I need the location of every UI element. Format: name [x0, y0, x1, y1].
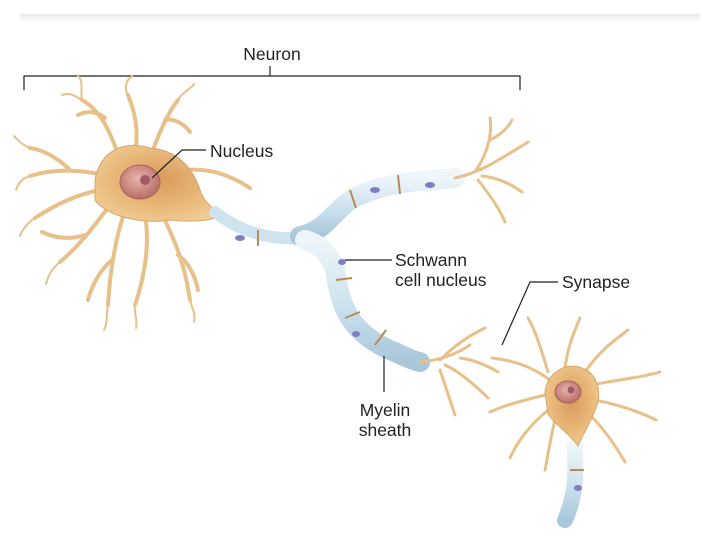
- schwann-label-line2: cell nucleus: [395, 270, 487, 290]
- schwann-cell-nuclei: [235, 182, 582, 491]
- right-neuron-dendrites: [488, 316, 662, 472]
- leader-lines: [151, 149, 558, 392]
- left-nucleus: [119, 164, 161, 200]
- myelin-node-marks: [257, 174, 584, 471]
- myelin-label-line1: Myelin: [359, 400, 411, 420]
- right-nucleolus: [567, 386, 575, 394]
- left-neuron-dendrite-tips: [13, 75, 196, 331]
- synapse-label: Synapse: [562, 272, 631, 292]
- myelin-label-line2: sheath: [358, 420, 412, 440]
- slide-top-shadow: [20, 14, 700, 22]
- nucleus-label: Nucleus: [210, 141, 274, 161]
- neuron-bracket: [23, 66, 521, 90]
- schwann-cell-nucleus-label: Schwann cell nucleus: [395, 250, 486, 290]
- upper-axon-terminals: [453, 116, 530, 224]
- axon-myelin-sheath: [209, 168, 584, 528]
- left-nucleolus: [140, 175, 150, 185]
- right-nucleus: [554, 380, 582, 404]
- nucleus-leader: [151, 149, 206, 179]
- synapse-leader: [501, 281, 558, 346]
- lower-axon-terminals: [418, 326, 500, 417]
- myelin-sheath-label: Myelin sheath: [350, 400, 420, 440]
- neuron-label: Neuron: [243, 44, 301, 64]
- schwann-label-line1: Schwann: [395, 250, 467, 270]
